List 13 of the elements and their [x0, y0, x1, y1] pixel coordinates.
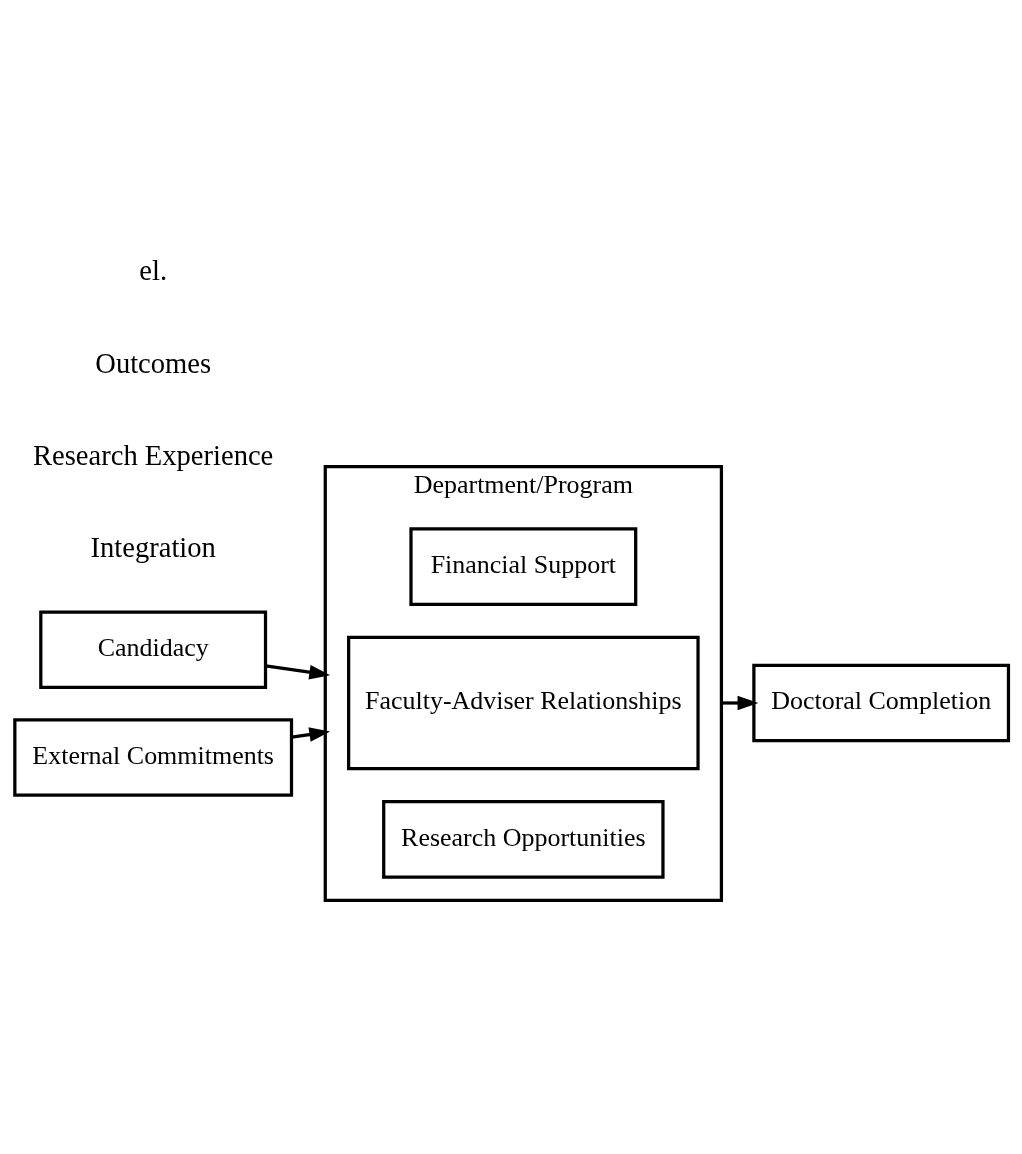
- arrow: [291, 727, 331, 742]
- label: Research Experience: [33, 439, 274, 471]
- label: Integration: [90, 532, 216, 563]
- node-box: Financial Support: [409, 527, 638, 606]
- arrow: [721, 695, 759, 711]
- node-box: Faculty-Adviser Relationships: [347, 635, 700, 771]
- node-box: Candidacy: [39, 610, 268, 690]
- node-box: Doctoral Completion: [752, 663, 1011, 743]
- label: el.: [139, 255, 168, 287]
- node-box: Research Opportunities: [382, 800, 665, 879]
- node-box: External Commitments: [13, 718, 294, 797]
- arrow: [265, 664, 331, 680]
- label: Outcomes: [95, 347, 212, 379]
